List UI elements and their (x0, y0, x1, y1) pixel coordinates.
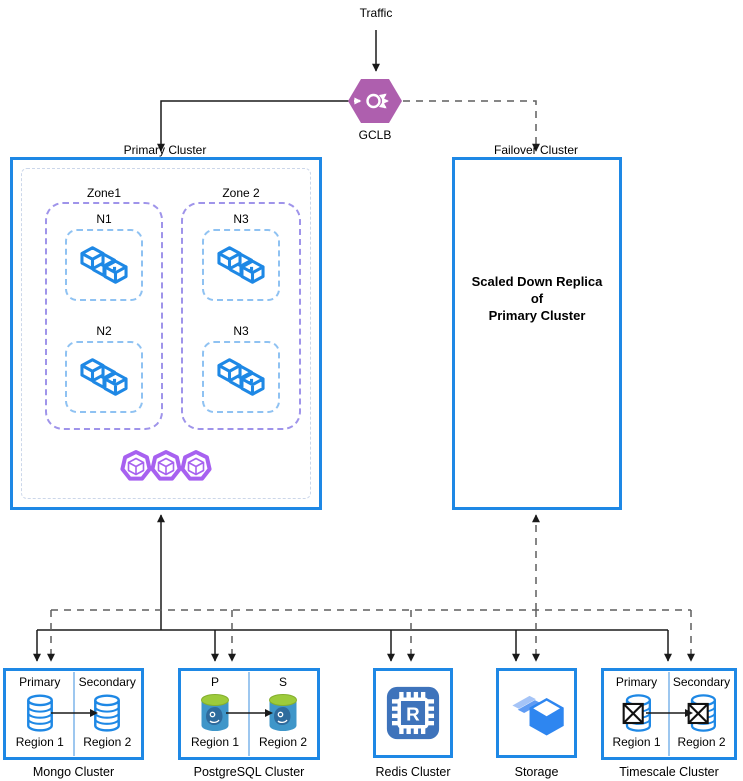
timescale-cluster-box: Primary Region 1 Secondary (601, 668, 737, 760)
kubernetes-cubes-icon (80, 358, 128, 396)
node-n3-bottom: N3 (202, 324, 280, 413)
mongo-secondary-db-icon (94, 693, 121, 732)
node-n3-top-boundary (202, 229, 280, 301)
node-n2-label: N2 (96, 324, 112, 338)
timescale-primary-db-icon (622, 693, 651, 732)
storage-box (496, 668, 577, 758)
pod-icon (150, 450, 182, 481)
region-divider (248, 672, 250, 756)
zone-1-label: Zone1 (86, 186, 122, 200)
zone-2-label: Zone 2 (222, 186, 260, 200)
zone-1: Zone1 N1 N2 (45, 186, 163, 430)
redis-cluster-box: R (373, 668, 453, 758)
kubernetes-cubes-icon (80, 246, 128, 284)
redis-cluster-caption: Redis Cluster (375, 765, 451, 779)
kubernetes-pods-row (13, 449, 319, 482)
region-divider (72, 672, 75, 756)
mongo-primary-label: Primary (19, 675, 61, 689)
kubernetes-cubes-icon (217, 246, 265, 284)
gclb-label: GCLB (358, 128, 392, 142)
region-divider (668, 672, 670, 756)
mongo-region1-label: Region 1 (15, 735, 64, 749)
storage-caption: Storage (514, 765, 559, 779)
node-n1: N1 (65, 212, 143, 301)
replication-arrow (226, 709, 273, 717)
postgresql-cluster-box: P Region 1 S Region 2 (178, 668, 320, 760)
node-n3-bottom-boundary (202, 341, 280, 413)
postgres-secondary-half: S Region 2 (249, 671, 317, 757)
mongo-primary-db-icon (26, 693, 53, 732)
primary-cluster-box: Zone1 N1 N2 (10, 157, 322, 510)
node-n2-boundary (65, 341, 143, 413)
timescale-primary-label: Primary (615, 675, 658, 689)
redis-memorystore-icon: R (386, 686, 440, 740)
pod-icon (120, 450, 152, 481)
timescale-region2-label: Region 2 (677, 735, 726, 749)
mongo-cluster-box: Primary Region 1 Secondary Region 2 (3, 668, 144, 760)
node-n3-bottom-label: N3 (233, 324, 249, 338)
node-n2: N2 (65, 324, 143, 413)
primary-cluster-label: Primary Cluster (123, 143, 207, 157)
node-n3-top: N3 (202, 212, 280, 301)
failover-cluster-label: Failover Cluster (493, 143, 579, 157)
node-n1-label: N1 (96, 212, 112, 226)
gclb-load-balancer-icon (348, 79, 402, 123)
kubernetes-cubes-icon (217, 358, 265, 396)
timescale-secondary-label: Secondary (672, 675, 731, 689)
timescale-secondary-db-icon (687, 693, 716, 732)
replication-arrow (50, 709, 98, 717)
timescale-secondary-half: Secondary Region 2 (669, 671, 734, 757)
postgres-primary-half: P Region 1 (181, 671, 249, 757)
gclb-to-primary-arrow (157, 100, 349, 152)
mongo-primary-half: Primary Region 1 (6, 671, 74, 757)
node-n1-boundary (65, 229, 143, 301)
postgres-region2-label: Region 2 (258, 735, 308, 749)
postgres-secondary-db-icon (269, 693, 297, 731)
traffic-label: Traffic (359, 6, 393, 20)
node-n3-top-label: N3 (233, 212, 249, 226)
replication-arrow (646, 709, 693, 717)
pod-icon (180, 450, 212, 481)
gclb-to-failover-arrow (403, 100, 540, 152)
mongo-secondary-label: Secondary (78, 675, 136, 689)
failover-cluster-box: Scaled Down Replica of Primary Cluster (452, 157, 622, 510)
timescale-cluster-caption: Timescale Cluster (619, 765, 719, 779)
storage-icon (511, 695, 564, 736)
mongo-region2-label: Region 2 (83, 735, 132, 749)
timescale-region1-label: Region 1 (612, 735, 661, 749)
failover-description: Scaled Down Replica of Primary Cluster (471, 274, 603, 323)
redis-letter: R (406, 703, 420, 724)
postgres-secondary-label: S (278, 675, 287, 689)
postgresql-cluster-caption: PostgreSQL Cluster (193, 765, 305, 779)
mongo-secondary-half: Secondary Region 2 (74, 671, 142, 757)
postgres-region1-label: Region 1 (190, 735, 240, 749)
zone-2: Zone 2 N3 N3 (181, 186, 301, 430)
mongo-cluster-caption: Mongo Cluster (32, 765, 115, 779)
postgres-primary-db-icon (201, 693, 229, 731)
timescale-primary-half: Primary Region 1 (604, 671, 669, 757)
postgres-primary-label: P (210, 675, 219, 689)
